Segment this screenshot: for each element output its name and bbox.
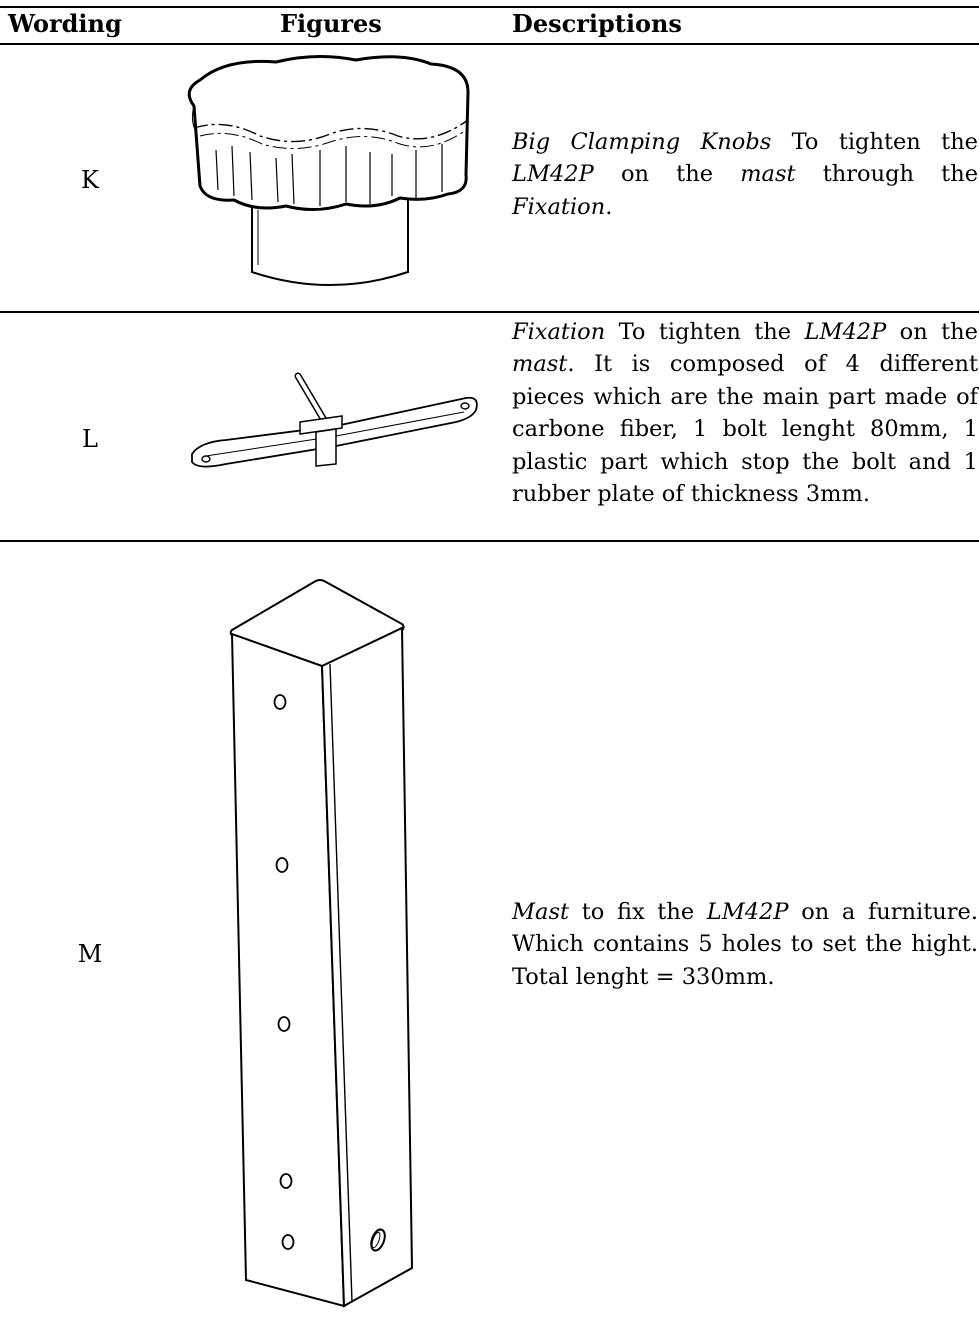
row-k-title: Big Clamping Knobs (512, 129, 772, 155)
row-k-mast: mast (740, 161, 796, 188)
fixation-bar-drawing (186, 366, 482, 486)
row-k-rule (0, 311, 979, 313)
row-k-wording: K (81, 166, 99, 194)
header-rule (0, 43, 979, 45)
row-m-title: Mast (512, 899, 570, 925)
row-k-fixation: Fixation (512, 193, 606, 220)
table-top-rule (0, 6, 979, 8)
row-k-text3: through the (795, 161, 979, 188)
row-k-description: Big Clamping Knobs To tighten the LM42P … (512, 126, 978, 223)
mast-drawing (226, 578, 416, 1313)
row-l-text2: on the (886, 319, 978, 345)
row-l-description: Fixation To tighten the LM42P on the mas… (512, 316, 978, 510)
header-descriptions: Descriptions (512, 9, 682, 38)
row-m-text2: on a furniture. Which contains 5 holes t… (512, 899, 978, 990)
row-m-wording: M (77, 940, 103, 968)
row-l-title: Fixation (512, 319, 606, 345)
row-l-model: LM42P (804, 319, 887, 345)
row-m-text1: to fix the (569, 899, 707, 925)
row-m-model: LM42P (706, 899, 789, 925)
row-m-description: Mast to fix the LM42P on a furniture. Wh… (512, 896, 978, 993)
row-k-model: LM42P (512, 161, 594, 188)
header-wording: Wording (8, 9, 122, 38)
row-l-rule (0, 540, 979, 542)
row-l-text3: . It is composed of 4 different pieces w… (512, 351, 978, 508)
clamping-knob-drawing (186, 50, 476, 290)
row-k-text4: . (605, 193, 613, 220)
header-figures: Figures (280, 9, 382, 38)
row-l-wording: L (82, 425, 98, 453)
row-l-text1: To tighten the (605, 319, 805, 345)
row-k-text2: on the (593, 161, 741, 188)
row-l-mast: mast (512, 351, 568, 378)
row-k-text1: To tighten the (771, 129, 978, 155)
